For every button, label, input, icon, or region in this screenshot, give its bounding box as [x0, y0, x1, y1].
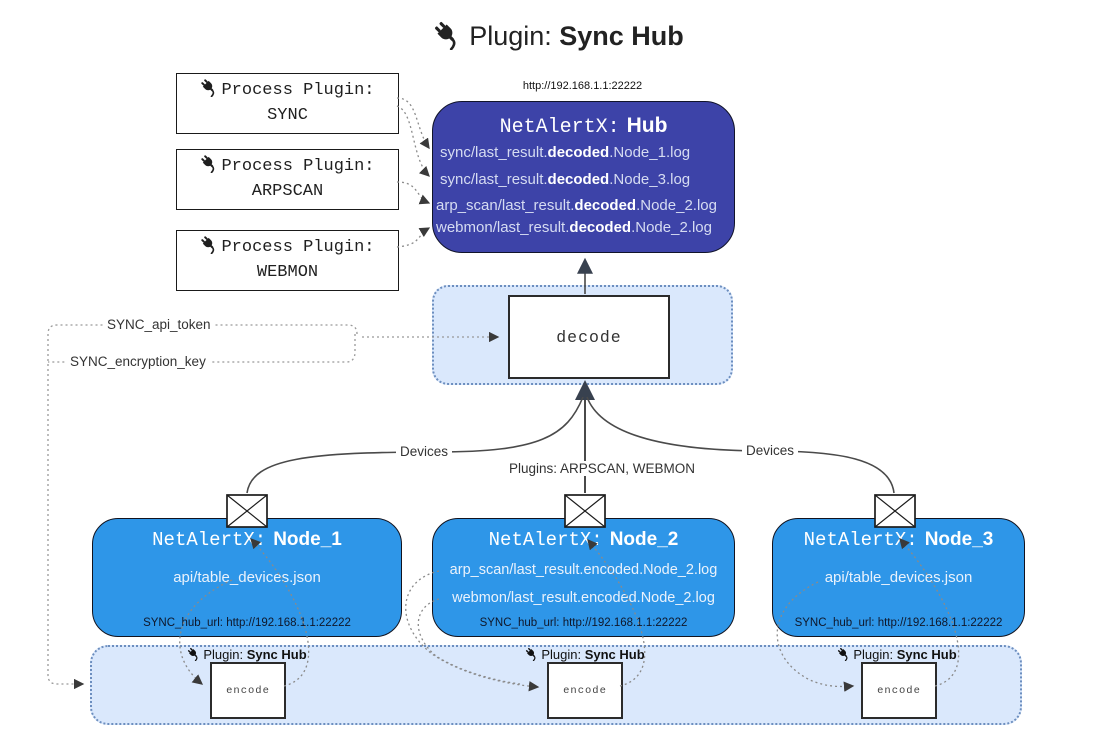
node-file: arp_scan/last_result.encoded.Node_2.log [449, 562, 718, 578]
envelope-icon [226, 494, 268, 528]
hub-log-line: sync/last_result.decoded.Node_1.log [440, 144, 691, 161]
node-file: api/table_devices.json [824, 569, 973, 586]
plug-icon [200, 154, 219, 173]
hub-name-prefix: NetAlertX: [499, 116, 620, 139]
process-plugin-name: WEBMON [256, 263, 319, 282]
process-plugin-box-arpscan: Process Plugin: ARPSCAN [176, 149, 399, 210]
envelope-icon [564, 494, 606, 528]
encode-plugin-label: Plugin: Sync Hub [787, 647, 1007, 662]
encode-plugin-label: Plugin: Sync Hub [475, 647, 695, 662]
hub-url-label: http://192.168.1.1:22222 [522, 80, 643, 92]
process-plugin-name: SYNC [267, 106, 308, 125]
process-plugin-label: Process Plugin: [177, 78, 398, 104]
encode-box-2: encode [547, 662, 623, 719]
process-plugin-label: Process Plugin: [177, 235, 398, 261]
hub-log-line: webmon/last_result.decoded.Node_2.log [436, 219, 712, 236]
plug-icon [200, 78, 219, 97]
sync-api-token-label: SYNC_api_token [103, 317, 215, 332]
process-plugin-box-webmon: Process Plugin: WEBMON [176, 230, 399, 291]
hub-log-line: sync/last_result.decoded.Node_3.log [440, 171, 691, 188]
plug-icon [200, 235, 219, 254]
plug-icon [187, 647, 201, 661]
node-title: NetAlertX:Node_3 [803, 529, 994, 551]
node-title: NetAlertX:Node_1 [152, 529, 342, 551]
envelope-icon [874, 494, 916, 528]
diagram-title: Plugin: Sync Hub [0, 20, 1117, 52]
process-plugin-name: ARPSCAN [251, 182, 324, 201]
title-prefix: Plugin: [469, 21, 552, 51]
node-hub-url: SYNC_hub_url: http://192.168.1.1:22222 [143, 617, 351, 629]
plug-icon [837, 647, 851, 661]
node-box-3: NetAlertX:Node_3 api/table_devices.json … [772, 518, 1025, 637]
plug-icon [525, 647, 539, 661]
title-name: Sync Hub [559, 21, 684, 51]
hub-box: NetAlertX: Hub [432, 101, 735, 253]
devices-right-label: Devices [742, 443, 799, 458]
process-plugin-box-sync: Process Plugin: SYNC [176, 73, 399, 134]
node-hub-url: SYNC_hub_url: http://192.168.1.1:22222 [794, 617, 1003, 629]
devices-left-label: Devices [396, 444, 453, 459]
decode-box: decode [508, 295, 670, 379]
process-plugin-label: Process Plugin: [177, 154, 398, 180]
node-file: webmon/last_result.encoded.Node_2.log [452, 590, 715, 606]
encode-plugin-label: Plugin: Sync Hub [137, 647, 357, 662]
node-box-1: NetAlertX:Node_1 api/table_devices.json … [92, 518, 402, 637]
plugin-to-hub-connectors [396, 97, 431, 248]
encode-box-1: encode [210, 662, 286, 719]
node-file: api/table_devices.json [173, 569, 321, 586]
encode-box-3: encode [861, 662, 937, 719]
node-hub-url: SYNC_hub_url: http://192.168.1.1:22222 [479, 617, 688, 629]
hub-title: NetAlertX: Hub [433, 114, 734, 139]
plugins-center-label: Plugins: ARPSCAN, WEBMON [505, 461, 700, 476]
node-box-2: NetAlertX:Node_2 arp_scan/last_result.en… [432, 518, 735, 637]
node-title: NetAlertX:Node_2 [488, 529, 679, 551]
plug-icon [433, 20, 463, 50]
sync-encryption-key-label: SYNC_encryption_key [66, 354, 210, 369]
hub-name: Hub [626, 114, 668, 137]
hub-log-line: arp_scan/last_result.decoded.Node_2.log [436, 197, 717, 214]
